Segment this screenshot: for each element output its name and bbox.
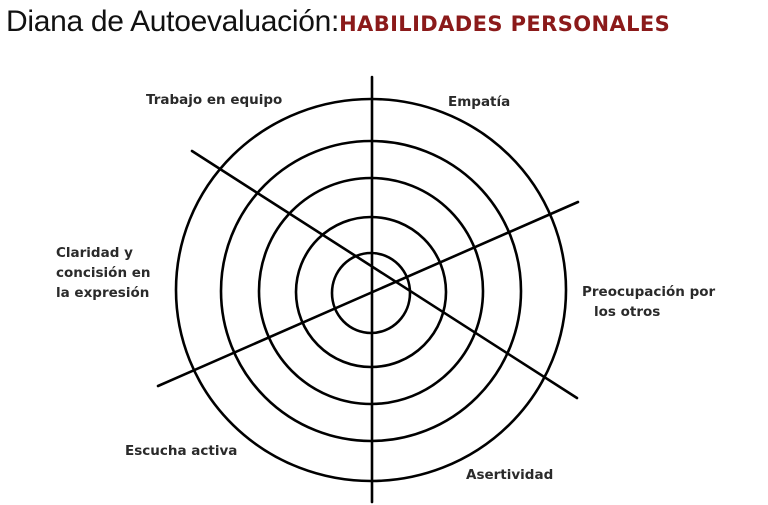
label-line: concisión en — [56, 265, 151, 281]
label-line: Trabajo en equipo — [146, 92, 283, 108]
label-line: los otros — [594, 304, 661, 320]
page-title: Diana de Autoevaluación:HABILIDADES PERS… — [6, 2, 670, 47]
title-main: Diana de Autoevaluación: — [6, 5, 340, 38]
label-empatia: Empatía — [448, 92, 510, 112]
label-asertividad: Asertividad — [466, 465, 553, 485]
label-line: Escucha activa — [125, 443, 238, 459]
axis-diagonal-up — [156, 200, 580, 388]
axes — [156, 75, 580, 504]
label-line: Preocupación por — [582, 284, 716, 300]
label-line: Claridad y — [56, 245, 133, 261]
label-escucha-activa: Escucha activa — [125, 441, 237, 461]
label-claridad: Claridad y concisión en la expresión — [56, 243, 151, 303]
label-line: la expresión — [56, 285, 150, 301]
label-trabajo-en-equipo: Trabajo en equipo — [146, 90, 282, 110]
label-line: Asertividad — [466, 467, 554, 483]
label-preocupacion: Preocupación por los otros — [582, 282, 715, 322]
title-subtitle: HABILIDADES PERSONALES — [339, 12, 671, 36]
label-line: Empatía — [448, 94, 511, 110]
axis-diagonal-down — [190, 149, 579, 400]
